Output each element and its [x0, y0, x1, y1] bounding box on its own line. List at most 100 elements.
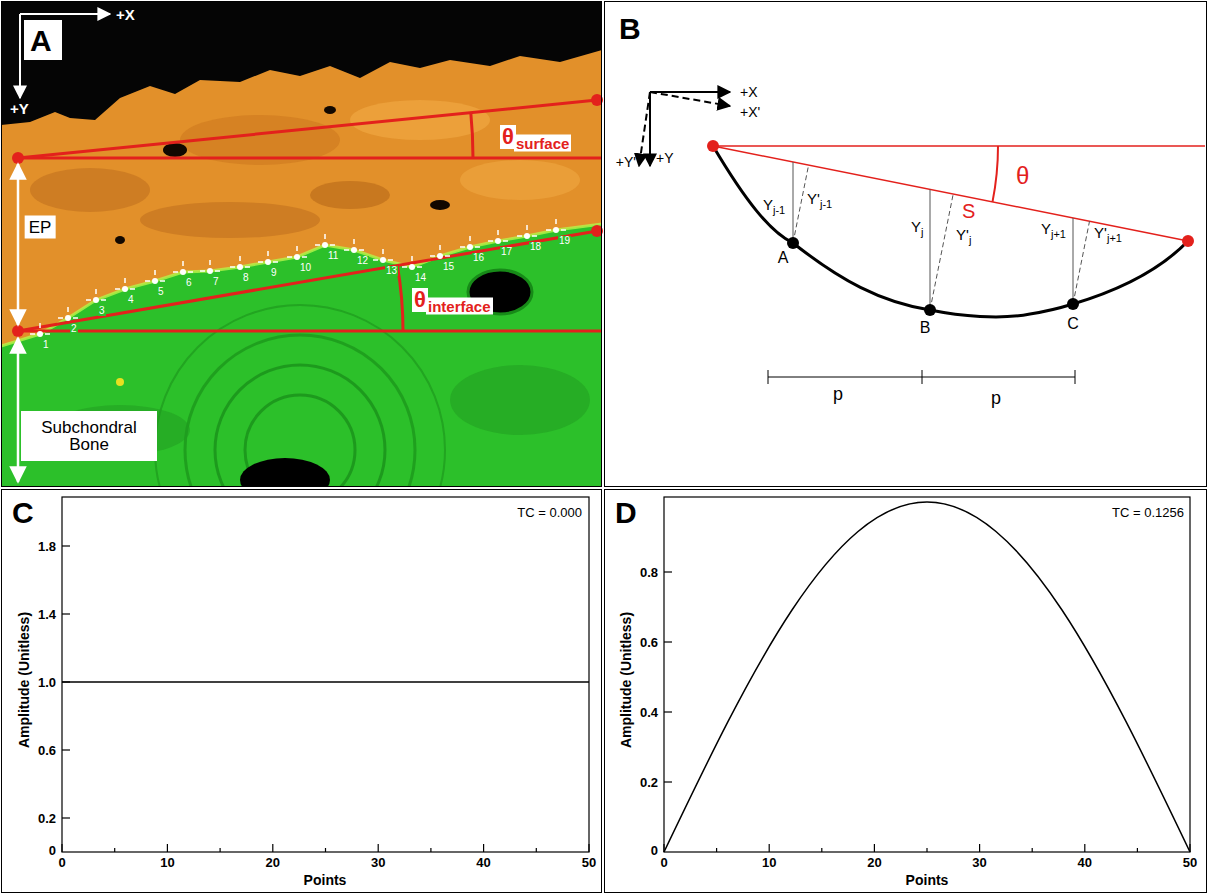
- plot-frame: [62, 497, 589, 852]
- callout-number: 7: [212, 277, 220, 287]
- chord-line: [993, 146, 999, 202]
- panel-b-axes: [650, 91, 730, 93]
- figure-panel: C: [1, 489, 602, 893]
- interface-marker: [230, 256, 250, 267]
- tick-label: 0.8: [640, 566, 658, 579]
- callout-number: 10: [299, 263, 312, 273]
- tick-label: 0: [58, 856, 65, 869]
- micrograph: [163, 143, 187, 157]
- axis-tick: [979, 844, 980, 852]
- axis-label: +X: [740, 85, 758, 99]
- tick-label: 0.6: [640, 636, 658, 649]
- interface-marker: [152, 278, 158, 284]
- figure-panel: D: [604, 489, 1207, 893]
- distance-line: [793, 162, 794, 243]
- panel-a-axes: [19, 14, 21, 98]
- interface-marker: [460, 236, 480, 247]
- axis-tick: [716, 848, 717, 852]
- distance-label: Y: [911, 219, 921, 234]
- curve-point: [787, 237, 799, 249]
- axis-tick: [769, 844, 770, 852]
- axis-tick: [1137, 848, 1138, 852]
- interface-marker: [294, 254, 300, 260]
- micrograph: [115, 236, 125, 244]
- interface-marker: [380, 257, 386, 263]
- micrograph: [460, 160, 580, 200]
- distance-label: Y': [807, 191, 820, 206]
- panel-letter: C: [12, 498, 34, 528]
- interface-marker: [265, 259, 271, 265]
- interface-marker: [524, 233, 530, 239]
- axis-tick: [1084, 844, 1085, 852]
- axis-tick: [62, 613, 70, 614]
- interface-marker: [430, 245, 450, 256]
- interface-marker: [122, 286, 128, 292]
- interface-marker: [553, 227, 559, 233]
- micrograph: [215, 365, 385, 487]
- endpoint-dot: [1182, 235, 1194, 247]
- callout-number: 13: [385, 266, 398, 276]
- layer-label: Subchondral Bone: [21, 411, 157, 461]
- tick-label: 0.2: [640, 776, 658, 789]
- panel-b-axes: [650, 92, 730, 106]
- plot-frame: [664, 497, 1190, 852]
- tick-label: 0.4: [640, 706, 658, 719]
- panel-b-axes: [639, 92, 730, 166]
- spacing-label: p: [991, 389, 1001, 407]
- point-label: C: [1067, 316, 1079, 332]
- distance-label: Y: [1041, 221, 1051, 236]
- data-line: [62, 681, 589, 683]
- callout-number: 5: [157, 287, 165, 297]
- data-line: [664, 502, 1190, 852]
- micrograph: [1, 224, 602, 487]
- distance-subscript: j-1: [773, 205, 785, 216]
- micrograph: [310, 181, 390, 209]
- metric-label: TC = 0.1256: [1112, 506, 1184, 519]
- endpoint-dot: [12, 325, 24, 337]
- axis-title: Amplitude (Unitless): [17, 612, 31, 748]
- interface-marker: [409, 264, 415, 270]
- axis-title: Points: [906, 873, 949, 887]
- thickness-arrow: [17, 164, 20, 482]
- micrograph: [30, 168, 150, 212]
- micrograph: [185, 335, 415, 487]
- callout-number: 19: [558, 236, 571, 246]
- callout-number: 4: [127, 295, 135, 305]
- micrograph: [430, 200, 450, 210]
- callout-number: 18: [529, 242, 542, 252]
- thickness-arrow: [17, 164, 20, 325]
- callout-number: 6: [185, 278, 193, 288]
- axis-tick: [61, 844, 62, 852]
- tick-label: 20: [266, 856, 280, 869]
- callout-number: 14: [414, 273, 427, 283]
- micrograph: [1, 1, 602, 487]
- distance-line: [930, 194, 953, 310]
- axis-tick: [114, 848, 115, 852]
- curve-point: [1067, 298, 1079, 310]
- tick-label: 50: [582, 856, 596, 869]
- interface-marker: [517, 225, 537, 236]
- interface-marker: [373, 249, 393, 260]
- interface-marker: [467, 244, 473, 250]
- callout-number: 16: [472, 253, 485, 263]
- interface-marker: [546, 219, 566, 230]
- layer-label: EP: [25, 216, 56, 239]
- profile-curve: [713, 146, 1188, 317]
- axis-tick: [664, 572, 1190, 852]
- interface-marker: [207, 268, 213, 274]
- figure-panel: B: [604, 1, 1207, 487]
- axis-tick: [664, 711, 672, 712]
- distance-label: Y: [763, 197, 773, 212]
- distance-line: [793, 165, 809, 243]
- metric-label: TC = 0.000: [517, 506, 582, 519]
- callout-number: 1: [42, 340, 50, 350]
- interface-marker: [173, 261, 193, 272]
- endpoint-dot: [707, 140, 1194, 247]
- axis-tick: [325, 848, 326, 852]
- callout-number: 2: [70, 324, 78, 334]
- micrograph: [1, 1, 602, 487]
- tick-label: 50: [1183, 856, 1197, 869]
- axis-tick: [663, 844, 664, 852]
- interface-marker: [258, 251, 278, 262]
- point-label: A: [778, 250, 789, 266]
